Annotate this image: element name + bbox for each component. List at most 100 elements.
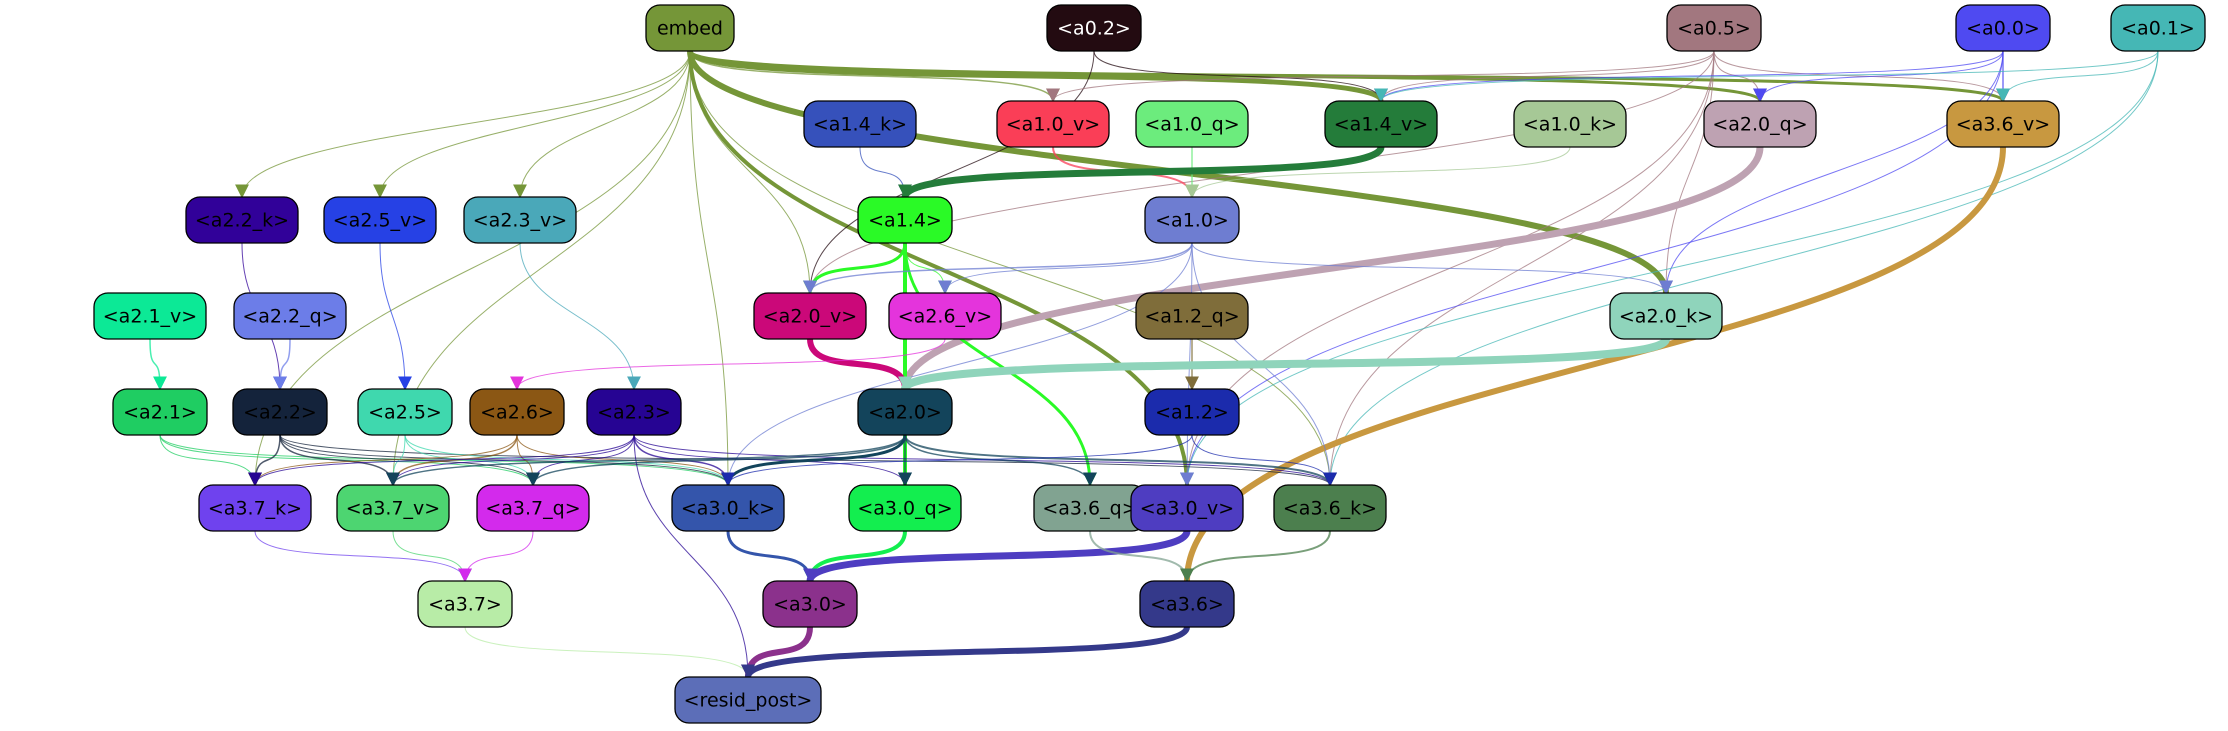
edge-a3-0-q-to-a3-0	[803, 530, 907, 583]
node-a1-0-q[interactable]: <a1.0_q>	[1135, 100, 1249, 148]
node-a1-2[interactable]: <a1.2>	[1144, 388, 1240, 436]
node-a2-0-q[interactable]: <a2.0_q>	[1703, 100, 1817, 148]
node-a3-0-q[interactable]: <a3.0_q>	[848, 484, 962, 532]
edge-a1-0-to-a3-0-k	[721, 242, 1193, 487]
edge-a2-0-k-to-a2-0	[898, 336, 1670, 392]
node-box	[1144, 388, 1240, 436]
node-a3-0[interactable]: <a3.0>	[762, 580, 858, 628]
node-label: <a3.6>	[1150, 594, 1224, 616]
edge-a2-1-to-a3-7-k	[159, 434, 262, 487]
node-a2-0[interactable]: <a2.0>	[857, 388, 953, 436]
edge-a2-0-v-to-a2-0	[807, 338, 912, 391]
node-a1-4-v[interactable]: <a1.4_v>	[1324, 100, 1438, 148]
node-label: <a2.6>	[480, 402, 554, 424]
node-a1-0[interactable]: <a1.0>	[1144, 196, 1240, 244]
edge-a2-3-to-a3-7-k	[248, 434, 635, 487]
edge-embed-to-a2-0-v	[689, 50, 817, 295]
node-box	[185, 196, 299, 244]
edge-a0-0-to-a2-0-k	[1659, 50, 2004, 295]
node-label: <a2.2_q>	[242, 306, 337, 328]
node-a1-0-v[interactable]: <a1.0_v>	[996, 100, 1110, 148]
node-box	[198, 484, 312, 532]
node-box	[1144, 196, 1240, 244]
edge-layer	[149, 49, 2159, 679]
node-a0-2[interactable]: <a0.2>	[1046, 4, 1142, 52]
node-a2-5-v[interactable]: <a2.5_v>	[323, 196, 437, 244]
node-box	[417, 580, 513, 628]
edge-a2-0-to-a3-6-q	[904, 434, 1097, 487]
node-label: <a2.0_v>	[763, 306, 857, 328]
edge-a1-4-to-a3-6-q	[903, 242, 1097, 487]
node-a0-0[interactable]: <a0.0>	[1955, 4, 2051, 52]
edge-a3-7-k-to-a3-7	[254, 530, 472, 583]
node-resid-post[interactable]: <resid_post>	[674, 676, 822, 724]
node-a2-2-q[interactable]: <a2.2_q>	[233, 292, 347, 340]
node-a1-4[interactable]: <a1.4>	[857, 196, 953, 244]
node-box	[762, 580, 858, 628]
node-label: <a3.7>	[428, 594, 502, 616]
edge-a0-1-to-a3-0-v	[1180, 50, 2159, 487]
node-a2-3[interactable]: <a2.3>	[586, 388, 682, 436]
edge-a0-5-to-a3-6-v	[1713, 50, 2010, 103]
node-a2-2-k[interactable]: <a2.2_k>	[185, 196, 299, 244]
node-box	[857, 196, 953, 244]
edge-a2-3-v-to-a2-3	[519, 242, 641, 391]
node-a2-0-v[interactable]: <a2.0_v>	[753, 292, 867, 340]
node-label: <a0.5>	[1677, 18, 1751, 40]
node-box	[1139, 580, 1235, 628]
node-a3-6-k[interactable]: <a3.6_k>	[1273, 484, 1387, 532]
edge-a0-1-to-a3-6-k	[1323, 50, 2159, 487]
node-a1-2-q[interactable]: <a1.2_q>	[1135, 292, 1249, 340]
node-label: <a3.6_q>	[1042, 498, 1137, 520]
node-label: <a3.7_v>	[346, 498, 440, 520]
node-label: <a1.4>	[868, 210, 942, 232]
node-a2-0-k[interactable]: <a2.0_k>	[1609, 292, 1723, 340]
edge-embed-to-a1-4-v	[687, 49, 1388, 103]
node-box	[469, 388, 565, 436]
node-label: <a1.0_q>	[1144, 114, 1239, 136]
node-label: <a0.2>	[1057, 18, 1131, 40]
node-a0-5[interactable]: <a0.5>	[1666, 4, 1762, 52]
node-a2-1[interactable]: <a2.1>	[112, 388, 208, 436]
node-a2-3-v[interactable]: <a2.3_v>	[463, 196, 577, 244]
node-a2-6-v[interactable]: <a2.6_v>	[888, 292, 1002, 340]
node-a3-6-v[interactable]: <a3.6_v>	[1946, 100, 2060, 148]
node-a1-4-k[interactable]: <a1.4_k>	[803, 100, 917, 148]
node-label: <a1.0>	[1155, 210, 1229, 232]
node-a3-6-q[interactable]: <a3.6_q>	[1033, 484, 1147, 532]
edge-a0-5-to-a3-6-k	[1323, 50, 1715, 487]
node-embed[interactable]: embed	[645, 4, 735, 52]
node-a0-1[interactable]: <a0.1>	[2110, 4, 2206, 52]
node-label: <a3.7_q>	[485, 498, 580, 520]
node-a2-2[interactable]: <a2.2>	[232, 388, 328, 436]
node-label: <a3.6_k>	[1283, 498, 1377, 520]
node-a3-7[interactable]: <a3.7>	[417, 580, 513, 628]
node-a2-1-v[interactable]: <a2.1_v>	[93, 292, 207, 340]
node-box	[1324, 100, 1438, 148]
node-label: <a1.0_v>	[1006, 114, 1100, 136]
node-a3-0-k[interactable]: <a3.0_k>	[671, 484, 785, 532]
node-label: <a2.5_v>	[333, 210, 427, 232]
node-box	[233, 292, 347, 340]
node-box	[1703, 100, 1817, 148]
node-box	[2110, 4, 2206, 52]
node-box	[1046, 4, 1142, 52]
node-label: <a3.0>	[773, 594, 847, 616]
node-label: <a1.2>	[1155, 402, 1229, 424]
edge-a1-4-v-to-a1-4	[898, 145, 1385, 199]
node-a2-6[interactable]: <a2.6>	[469, 388, 565, 436]
node-a1-0-k[interactable]: <a1.0_k>	[1513, 100, 1627, 148]
node-a3-0-v[interactable]: <a3.0_v>	[1130, 484, 1244, 532]
node-box	[232, 388, 328, 436]
node-a3-7-q[interactable]: <a3.7_q>	[476, 484, 590, 532]
node-a2-5[interactable]: <a2.5>	[357, 388, 453, 436]
edge-a0-0-to-a2-0-q	[1753, 50, 2004, 103]
node-a3-6[interactable]: <a3.6>	[1139, 580, 1235, 628]
node-a3-7-v[interactable]: <a3.7_v>	[336, 484, 450, 532]
edge-a1-2-to-a3-0-k	[721, 434, 1193, 487]
node-label: <a3.6_v>	[1956, 114, 2050, 136]
edge-embed-to-a1-0-v	[689, 50, 1060, 103]
node-a3-7-k[interactable]: <a3.7_k>	[198, 484, 312, 532]
edge-a0-1-to-a3-6-v	[1996, 50, 2159, 103]
